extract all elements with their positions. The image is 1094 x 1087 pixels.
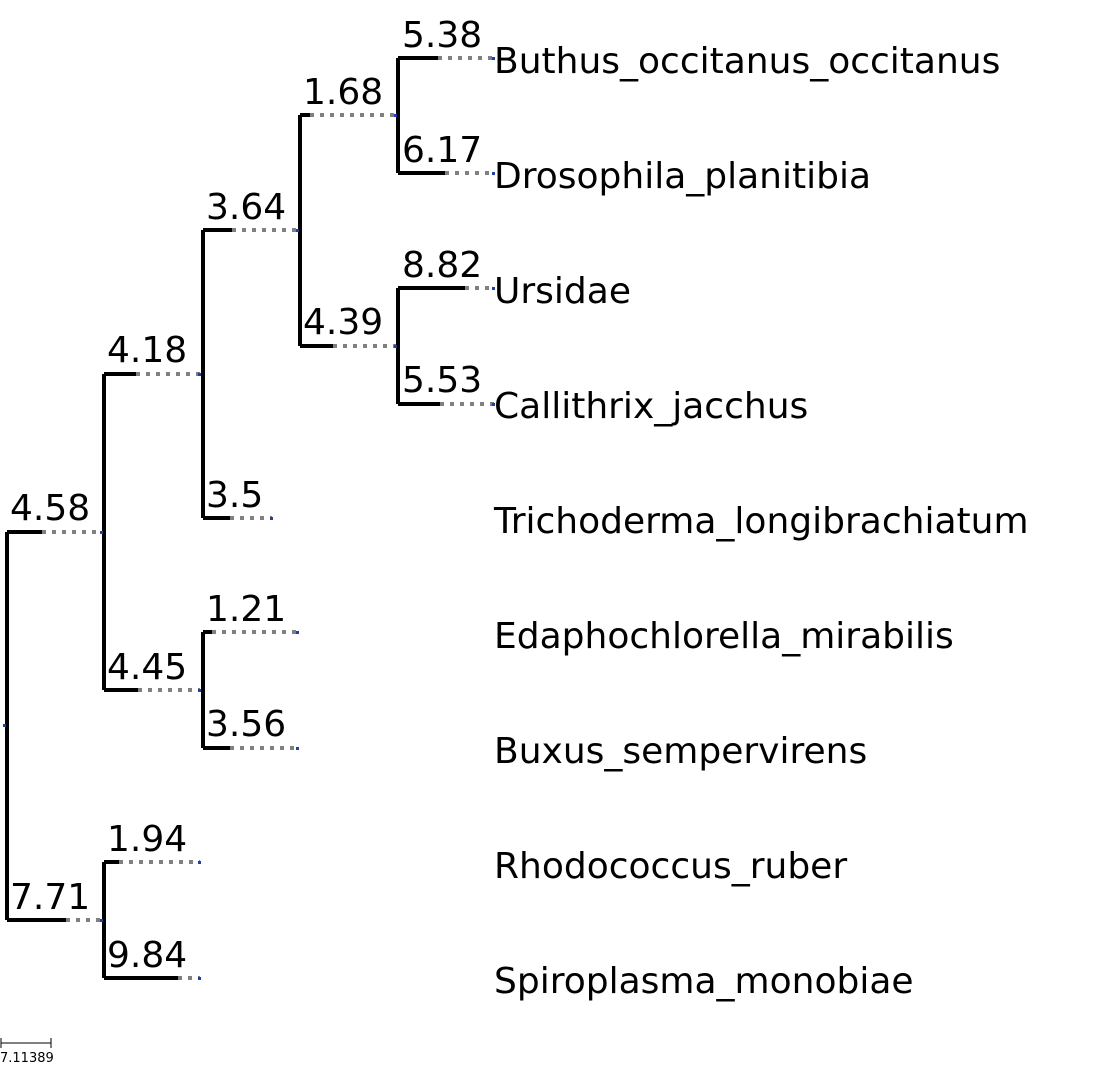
leaf-label: Spiroplasma_monobiae [494, 961, 914, 1002]
branch-length-clade-b: 4.18 [107, 330, 187, 371]
branch-length-ursidae: 8.82 [402, 245, 482, 286]
branch-length-clade-a: 4.58 [10, 488, 90, 529]
scale-bar: 7.11389 [0, 1038, 54, 1066]
tip-markers [3, 57, 495, 980]
branch-length-rhodococcus: 1.94 [107, 819, 187, 860]
scale-bar-label: 7.11389 [0, 1051, 54, 1066]
leaf-label: Rhodococcus_ruber [494, 846, 847, 887]
leaf-labels: Buthus_occitanus_occitanus Drosophila_pl… [493, 41, 1029, 1002]
leaf-label: Buthus_occitanus_occitanus [494, 41, 1000, 82]
branch-length-buxus: 3.56 [206, 704, 286, 745]
branch-length-callithrix: 5.53 [402, 360, 482, 401]
branch-length-labels: 4.58 4.18 3.64 1.68 5.38 6.17 4.39 8.82 … [10, 15, 482, 976]
branch-length-edaphochlorella: 1.21 [206, 589, 286, 630]
branch-length-clade-c: 3.64 [206, 187, 286, 228]
branch-length-spiroplasma: 9.84 [107, 935, 187, 976]
branch-length-trichoderma: 3.5 [206, 475, 263, 516]
branch-length-clade-f: 4.45 [107, 647, 187, 688]
leaf-label: Edaphochlorella_mirabilis [494, 616, 954, 657]
leaf-label: Drosophila_planitibia [494, 156, 871, 197]
leaf-label: Ursidae [494, 271, 631, 312]
leaf-label: Trichoderma_longibrachiatum [493, 501, 1029, 542]
branch-length-clade-d: 1.68 [303, 72, 383, 113]
tree-branches [5, 56, 494, 980]
branch-length-buthus: 5.38 [402, 15, 482, 56]
branch-length-clade-g: 7.71 [10, 877, 90, 918]
branch-length-drosophila: 6.17 [402, 130, 482, 171]
leaf-label: Buxus_sempervirens [494, 731, 867, 772]
branch-length-clade-e: 4.39 [303, 302, 383, 343]
leaf-label: Callithrix_jacchus [494, 386, 808, 427]
